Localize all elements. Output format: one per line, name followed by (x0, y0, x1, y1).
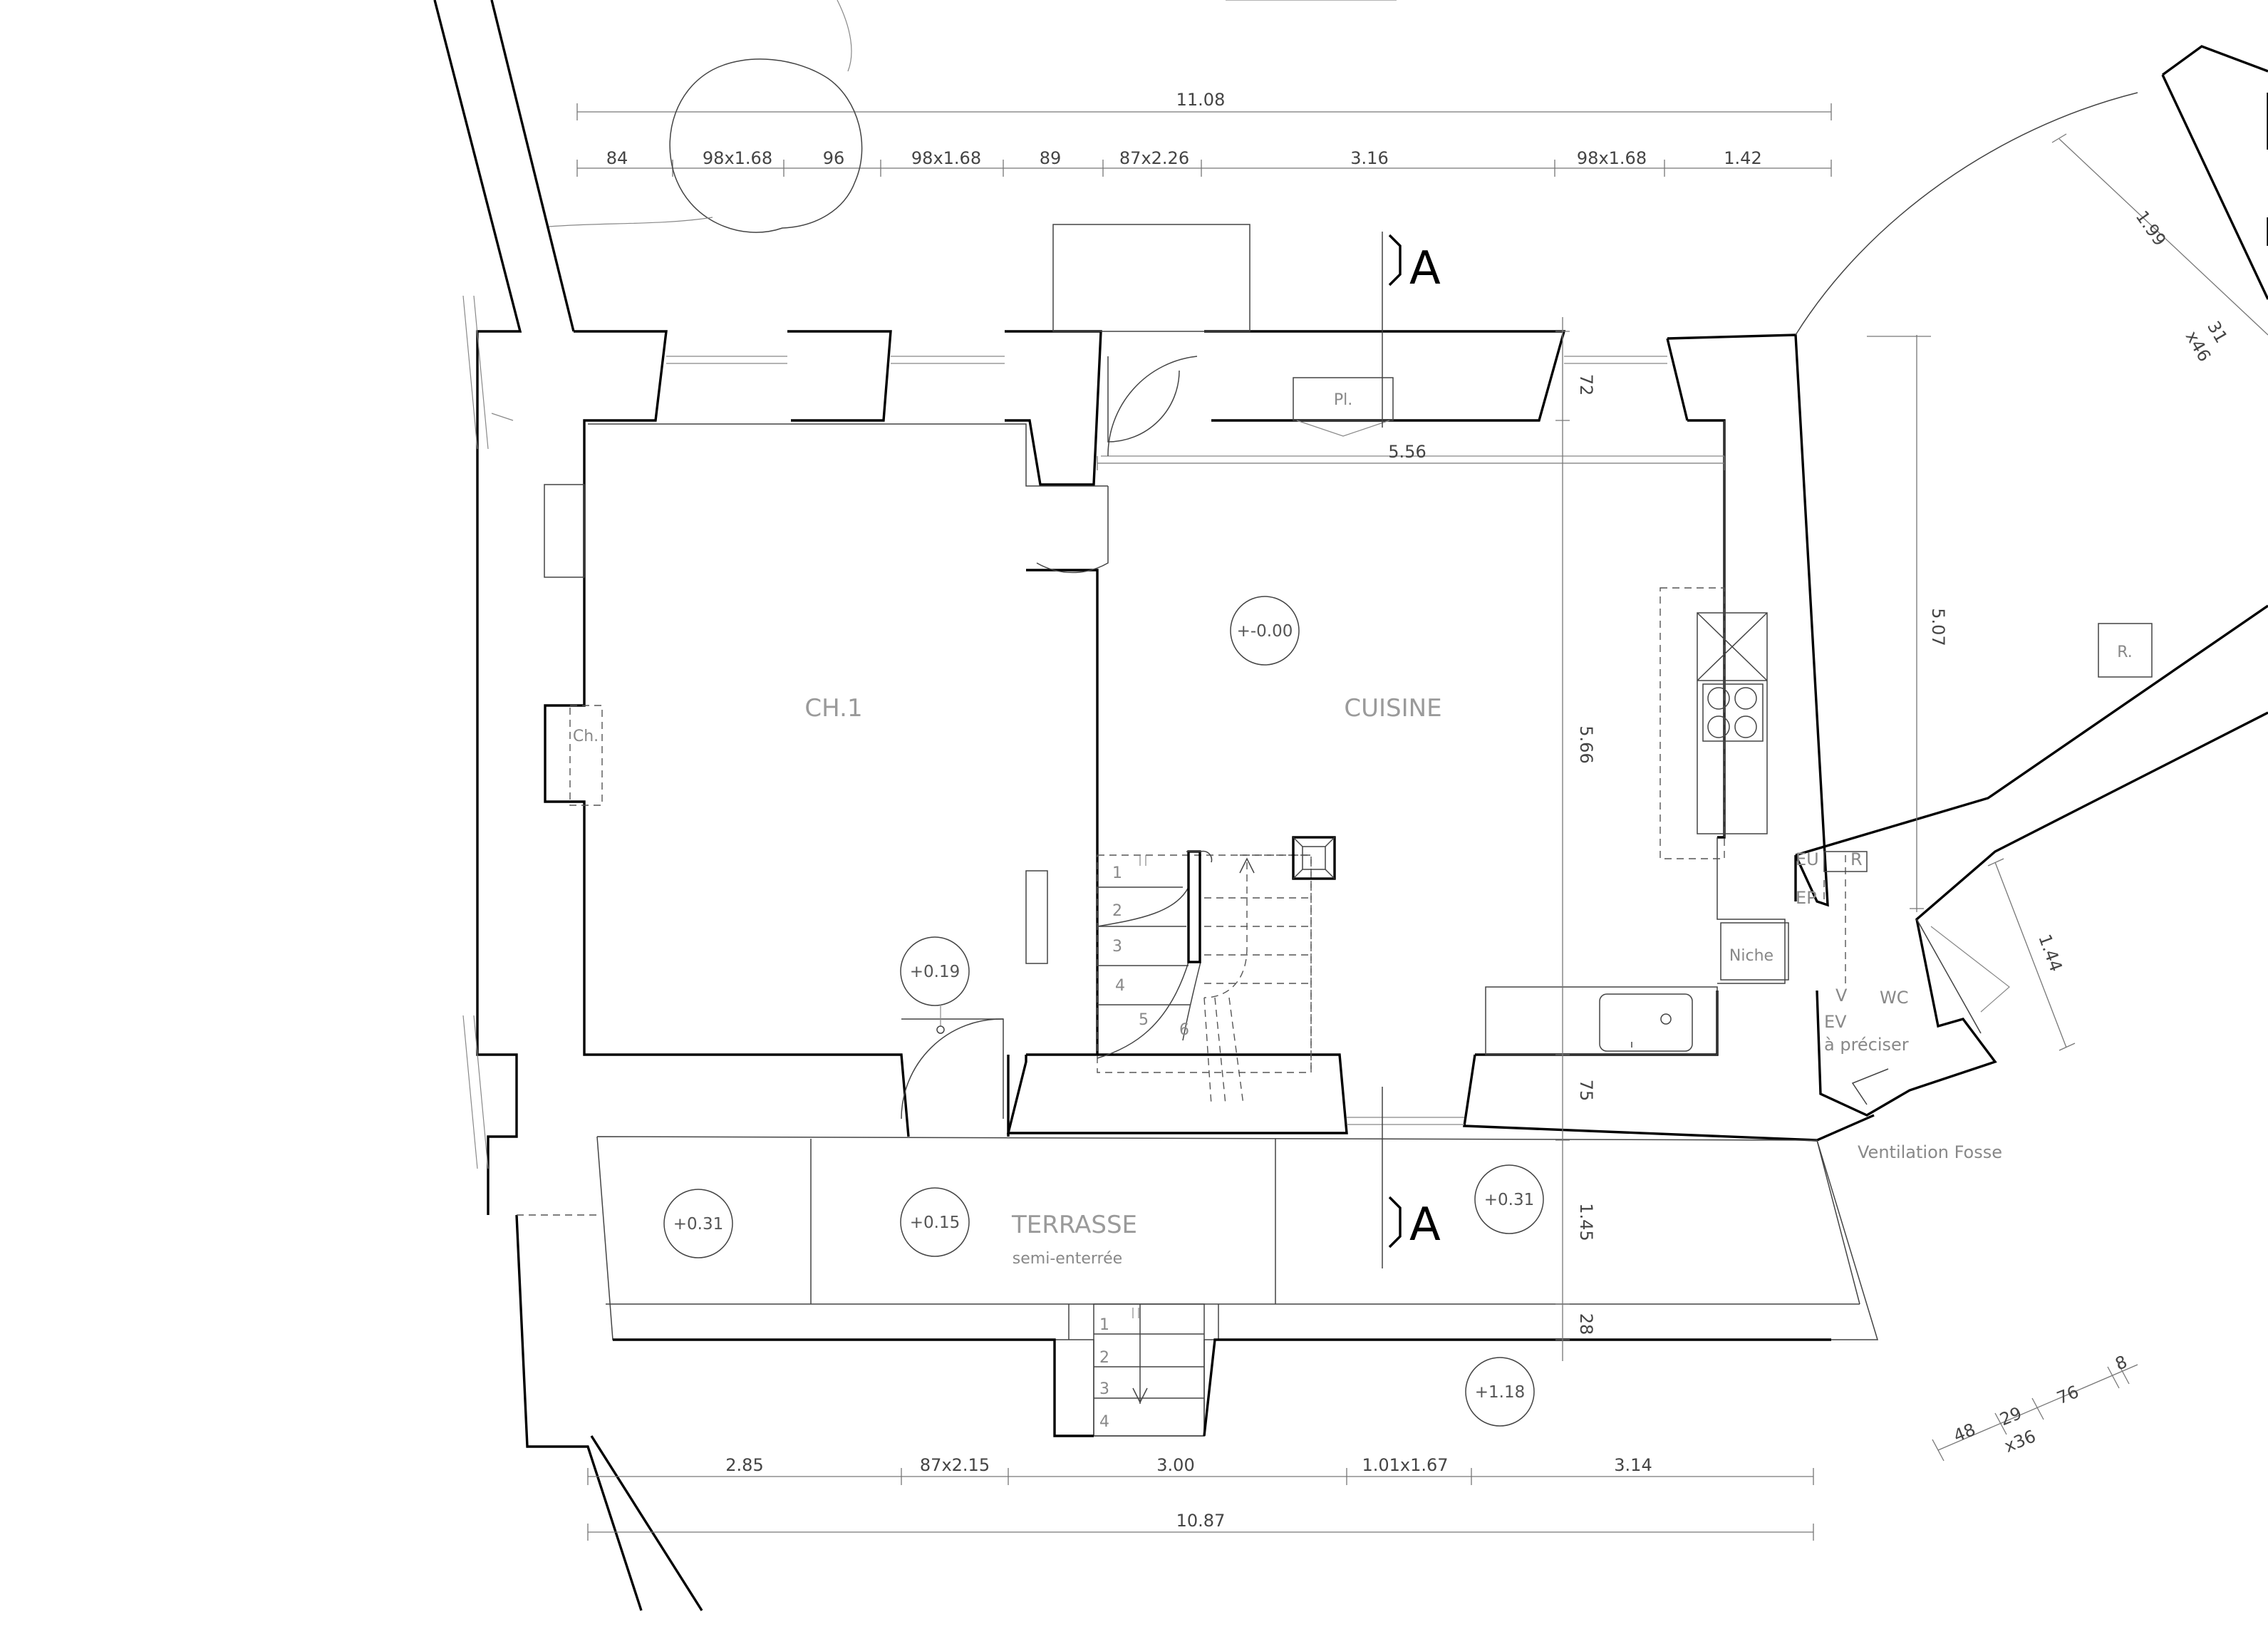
label-r-small: R (1850, 849, 1863, 869)
placard: Pl. (1293, 377, 1394, 437)
level-marker-cuisine: +-0.00 (1230, 596, 1300, 666)
dim-top-3: 96 (823, 148, 845, 168)
stair-step-6: 6 (1179, 1021, 1189, 1039)
dim-top-8: 98x1.68 (1577, 148, 1647, 168)
level-terrasse-right: +0.31 (1484, 1191, 1534, 1209)
dim-bottom-3: 3.00 (1156, 1455, 1194, 1475)
doors (901, 356, 1464, 1125)
stair-step-5: 5 (1139, 1011, 1149, 1029)
exterior-step-2: 2 (1099, 1349, 1109, 1367)
dim-wc-width: 1.44 (2034, 931, 2066, 974)
exterior-step-1: 1 (1099, 1316, 1109, 1334)
level-marker-terrasse-mid: +0.15 (900, 1187, 970, 1257)
section-marker-top: A (1382, 232, 1441, 428)
label-niche: Niche (1729, 947, 1774, 965)
dim-bottom-4: 1.01x1.67 (1362, 1455, 1448, 1475)
label-eu: EU (1796, 849, 1819, 869)
label-v: V (1835, 986, 1848, 1005)
stair-step-1: 1 (1112, 864, 1122, 882)
dim-step: 28 (1576, 1313, 1596, 1335)
dim-wall-bottom: 75 (1576, 1080, 1596, 1102)
dim-top-4: 98x1.68 (911, 148, 981, 168)
kitchen-furniture: Niche (1485, 587, 1789, 1055)
dim-bottom-5: 3.14 (1614, 1455, 1652, 1475)
room-terrasse: TERRASSE (1011, 1211, 1137, 1239)
section-label-top: A (1409, 242, 1441, 295)
label-pl: Pl. (1334, 391, 1352, 409)
dim-top-2: 98x1.68 (703, 148, 772, 168)
dim-inner-width: 5.56 (1388, 442, 1426, 462)
section-label-bottom: A (1409, 1199, 1441, 1251)
dim-top-6: 87x2.26 (1119, 148, 1189, 168)
dim-right-height: 5.07 (1928, 608, 1948, 646)
dim-top-1: 84 (606, 148, 628, 168)
level-cuisine: +-0.00 (1237, 622, 1293, 641)
dim-bottom-diag-2: 29 (1997, 1403, 2025, 1429)
inner-dimensions: 5.56 72 5.66 75 1.45 28 5.07 1.44 (1097, 317, 2076, 1361)
dim-bottom-2: 87x2.15 (920, 1455, 990, 1475)
bottom-dimensions: 2.85 87x2.15 3.00 1.01x1.67 3.14 10.87 (587, 1455, 1814, 1541)
dim-inner-height: 5.66 (1576, 725, 1596, 763)
label-ch: Ch. (573, 728, 599, 745)
wc-annex: EU R EP V WC EV à préciser Ventilation F… (1794, 604, 2268, 1162)
level-outside: +1.18 (1475, 1383, 1525, 1402)
stair-step-3: 3 (1112, 938, 1122, 956)
label-ep: EP (1796, 888, 1817, 908)
dim-bottom-1: 2.85 (725, 1455, 763, 1475)
room-terrasse-sub: semi-enterrée (1013, 1250, 1122, 1268)
level-marker-terrasse-right: +0.31 (1474, 1164, 1544, 1234)
dim-terrace-depth: 1.45 (1576, 1203, 1596, 1241)
terrace: 1 2 3 4 (596, 1136, 1879, 1437)
label-ventilation: Ventilation Fosse (1858, 1142, 2002, 1162)
dim-top-5: 89 (1040, 148, 1062, 168)
level-ch1: +0.19 (910, 963, 960, 981)
label-ev: EV (1824, 1012, 1847, 1032)
label-r-box: R. (2117, 643, 2133, 661)
dim-wall-top: 72 (1576, 374, 1596, 396)
dim-top-total: 11.08 (1176, 90, 1226, 110)
level-terrasse-left: +0.31 (673, 1215, 723, 1234)
neighbour-walls-left (433, 0, 703, 1611)
neighbour-right: R. (1795, 45, 2268, 678)
dim-bottom-total: 10.87 (1176, 1511, 1226, 1531)
stairs-interior: 1 2 3 4 5 6 (1097, 836, 1336, 1105)
level-terrasse-mid: +0.15 (910, 1214, 960, 1232)
room-ch1: CH.1 (804, 694, 862, 723)
exterior-step-3: 3 (1099, 1380, 1109, 1398)
exterior-step-4: 4 (1099, 1413, 1109, 1431)
dim-bottom-diag-1: 48 (1951, 1420, 1979, 1446)
top-dimensions: 11.08 84 98x1.68 96 98x1.68 89 87x2.26 3… (576, 0, 1832, 177)
dim-bottom-diag-4: 76 (2054, 1382, 2082, 1408)
stair-step-4: 4 (1115, 977, 1125, 995)
tree-icon (548, 0, 863, 233)
windows-top (666, 224, 1724, 457)
dim-diag-1: 1.99 (2132, 207, 2170, 249)
dim-bottom-diag-3: x36 (2002, 1426, 2039, 1457)
dim-top-7: 3.16 (1350, 148, 1388, 168)
stair-step-2: 2 (1112, 902, 1122, 920)
level-marker-terrasse-left: +0.31 (663, 1189, 733, 1258)
label-wc: WC (1880, 988, 1909, 1008)
level-marker-ch1: +0.19 (900, 936, 970, 1034)
level-marker-outside: +1.18 (1465, 1357, 1535, 1427)
section-marker-bottom: A (1382, 1087, 1441, 1268)
dim-bottom-diag-5: 8 (2113, 1352, 2130, 1375)
room-cuisine: CUISINE (1344, 694, 1441, 723)
chimney-left: Ch. (569, 705, 603, 806)
label-a-preciser: à préciser (1824, 1035, 1909, 1055)
dim-top-9: 1.42 (1724, 148, 1761, 168)
house-walls (544, 330, 1875, 1142)
